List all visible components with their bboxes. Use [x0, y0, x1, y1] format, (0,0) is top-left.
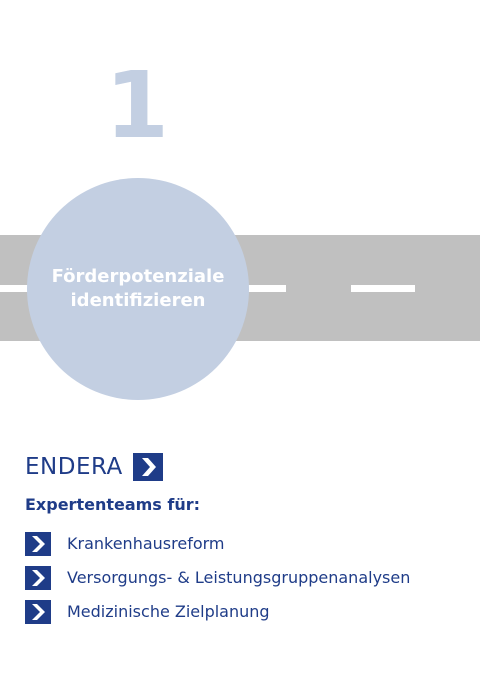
list-item: Krankenhausreform: [25, 532, 410, 556]
chevron-right-icon: [132, 453, 163, 481]
chevron-right-icon: [25, 566, 51, 590]
list-item: Medizinische Zielplanung: [25, 600, 410, 624]
road-dash: [240, 285, 286, 292]
list-item: Versorgungs- & Leistungsgruppenanalysen: [25, 566, 410, 590]
road-dash: [351, 285, 415, 292]
service-label: Versorgungs- & Leistungsgruppenanalysen: [67, 568, 411, 587]
subtitle: Expertenteams für:: [25, 495, 201, 514]
step-title-line-2: identifizieren: [70, 290, 206, 311]
step-circle: Förderpotenziale identifizieren: [27, 178, 249, 400]
road-dash: [0, 285, 28, 292]
brand-name: ENDERA: [25, 454, 123, 480]
step-number: 1: [104, 52, 169, 159]
chevron-right-icon: [25, 600, 51, 624]
step-title-line-1: Förderpotenziale: [51, 266, 225, 287]
brand: ENDERA: [25, 452, 163, 482]
service-label: Medizinische Zielplanung: [67, 602, 270, 621]
chevron-right-icon: [25, 532, 51, 556]
services-list: Krankenhausreform Versorgungs- & Leistun…: [25, 532, 410, 634]
service-label: Krankenhausreform: [67, 534, 225, 553]
